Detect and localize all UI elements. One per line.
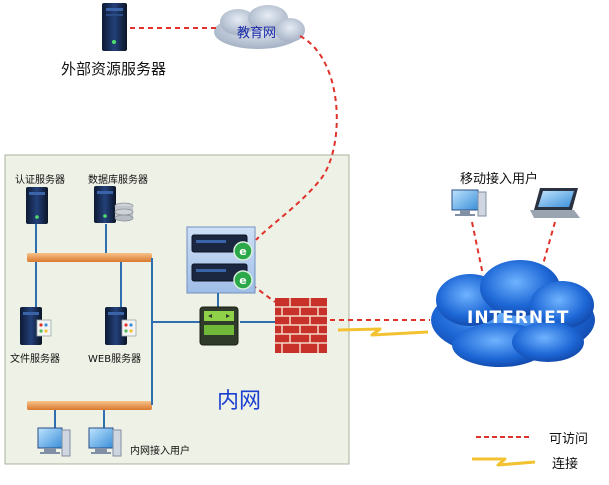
legend-access-label: 可访问 [549,432,589,447]
db-server-icon [94,186,134,223]
intranet-pc-1-icon [37,427,71,457]
label-intranet: 内网 [217,389,262,414]
label-external-servers: 外部资源服务器 [61,60,167,78]
mobile-desktop-pc-icon [451,189,487,217]
connect-link-firewall-internet [337,327,429,337]
legend-connect-swatch [472,457,536,467]
legend-connect-label: 连接 [552,457,579,472]
label-web-server: WEB服务器 [88,354,142,365]
lower-bus-bar [27,401,152,410]
label-internet: INTERNET [467,308,570,328]
svg-text:e: e [239,274,246,287]
label-edu-net: 教育网 [237,26,277,41]
label-file-server: 文件服务器 [10,354,60,365]
auth-server-icon [26,187,48,224]
upper-bus-bar [27,253,152,262]
mobile-laptop-icon [530,188,580,218]
access-link-gateway-firewall [251,284,276,303]
switch-icon [199,306,239,346]
label-db-server: 数据库服务器 [88,175,148,186]
label-auth-server: 认证服务器 [15,175,65,186]
external-server-icon [102,3,127,51]
gateway-server-group-icon: e e [186,226,256,294]
web-server-icon [105,307,137,345]
label-mobile-users: 移动接入用户 [460,172,539,187]
svg-text:e: e [239,245,246,258]
edu-net-cloud-icon [214,5,305,49]
access-link-mobile-pc [471,221,484,276]
firewall-icon [275,298,327,353]
internet-cloud-icon [431,260,595,367]
access-link-edu-gateway [255,35,338,241]
file-server-icon [20,307,52,345]
lan-wires [35,224,275,428]
label-intranet-users: 内网接入用户 [130,446,190,457]
intranet-pc-2-icon [88,427,122,457]
